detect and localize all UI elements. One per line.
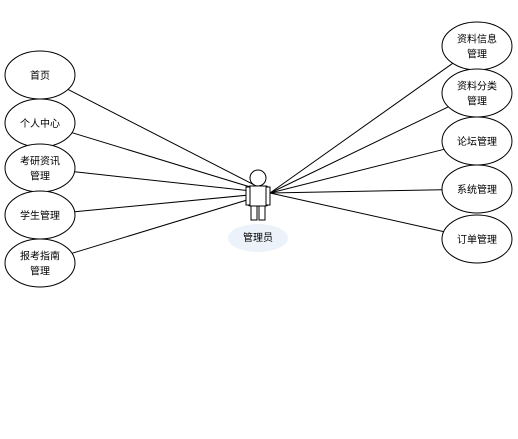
use-case-ellipse — [441, 21, 513, 71]
association-line-personal-center — [71, 132, 271, 194]
use-case-label: 订单管理 — [457, 233, 497, 246]
use-case-personal-center: 个人中心 — [4, 98, 76, 148]
use-case-label: 首页 — [30, 69, 50, 82]
use-case-student: 学生管理 — [4, 190, 76, 240]
use-case-label: 学生管理 — [20, 209, 60, 222]
use-case-label: 论坛管理 — [457, 135, 497, 148]
actor-left-arm — [245, 186, 251, 206]
association-line-home — [67, 88, 271, 194]
association-line-system — [269, 189, 443, 194]
use-case-ellipse — [441, 214, 513, 264]
use-case-home: 首页 — [4, 50, 76, 100]
use-case-ellipse — [4, 238, 76, 288]
actor-label: 管理员 — [243, 231, 273, 244]
actor-right-arm — [265, 186, 271, 206]
use-case-label: 系统管理 — [457, 183, 497, 196]
use-case-label: 管理 — [30, 170, 50, 183]
actor-right-leg — [258, 205, 266, 221]
use-case-system: 系统管理 — [441, 164, 513, 214]
association-line-student — [74, 192, 271, 213]
use-case-ellipse — [441, 68, 513, 118]
actor-admin: 管理员 — [228, 169, 288, 252]
association-line-exam-news — [74, 171, 271, 194]
use-case-label: 管理 — [30, 265, 50, 278]
use-case-forum: 论坛管理 — [441, 116, 513, 166]
association-line-material-info — [269, 62, 453, 194]
association-lines — [67, 62, 453, 254]
use-cases: 首页个人中心考研资讯管理学生管理报考指南管理资料信息管理资料分类管理论坛管理系统… — [4, 21, 513, 288]
use-case-label: 管理 — [467, 95, 487, 108]
actor-body — [247, 185, 269, 207]
association-line-exam-guide — [71, 192, 271, 254]
association-line-forum — [269, 148, 445, 194]
actor-left-leg — [250, 205, 258, 221]
use-case-label: 报考指南 — [20, 250, 60, 263]
association-line-material-category — [269, 106, 449, 194]
use-case-ellipse — [441, 164, 513, 214]
actor-head — [249, 169, 267, 187]
use-case-label: 考研资讯 — [20, 156, 60, 168]
use-case-label: 管理 — [467, 48, 487, 61]
association-line-order — [269, 192, 444, 233]
use-case-ellipse — [4, 143, 76, 193]
use-case-label: 个人中心 — [20, 117, 60, 130]
use-case-order: 订单管理 — [441, 214, 513, 264]
use-case-label: 资料信息 — [457, 33, 497, 46]
use-case-label: 资料分类 — [457, 80, 497, 93]
